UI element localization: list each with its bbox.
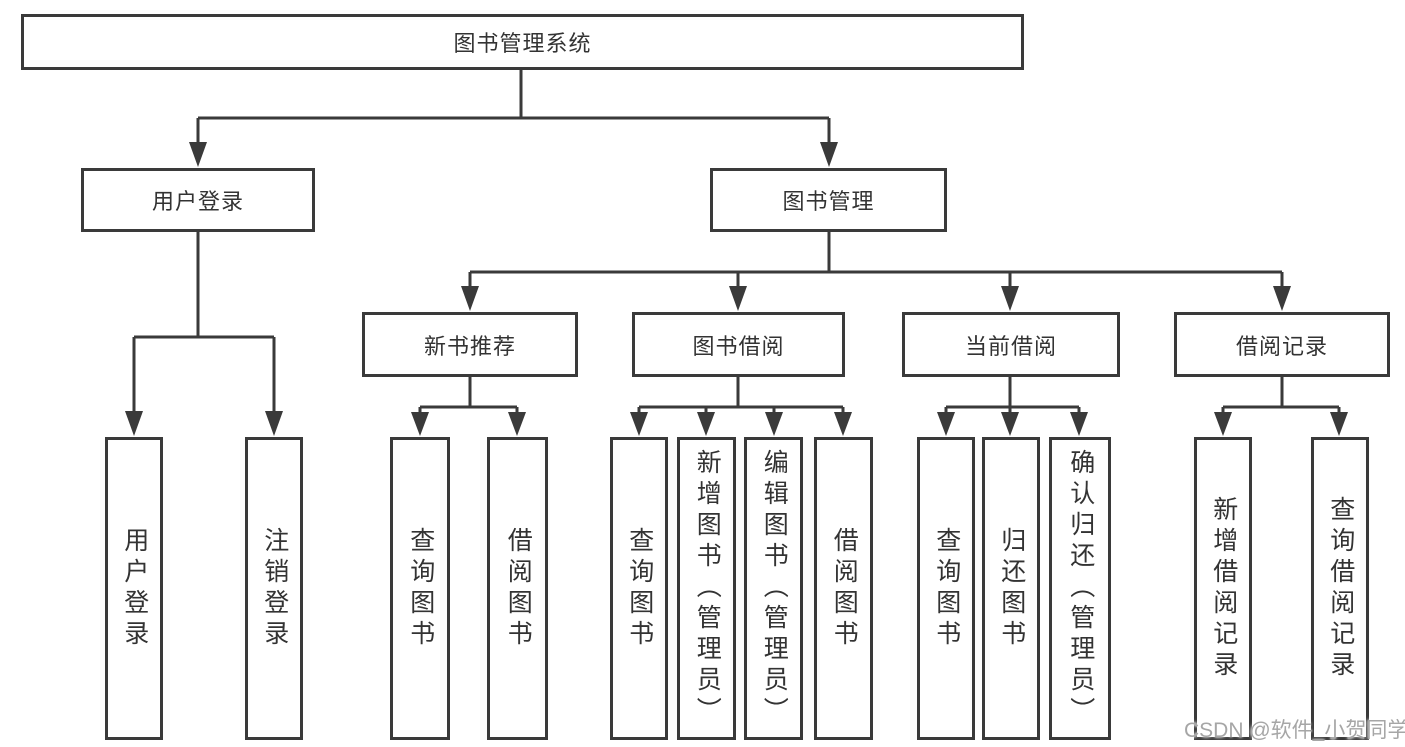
leaf-query-books-borrow: 查询图书 [610, 437, 668, 740]
leaf-add-borrow-record: 新增借阅记录 [1194, 437, 1252, 740]
leaf-query-borrow-record: 查询借阅记录 [1311, 437, 1369, 740]
node-current-borrow: 当前借阅 [902, 312, 1120, 377]
node-label: 查询图书 [625, 526, 654, 651]
leaf-return-book: 归还图书 [982, 437, 1040, 740]
node-label: 新书推荐 [423, 333, 516, 359]
leaf-logout: 注销登录 [245, 437, 303, 740]
node-library-management-system: 图书管理系统 [21, 14, 1024, 70]
leaf-borrow-books-recommend: 借阅图书 [487, 437, 548, 740]
leaf-borrow-books: 借阅图书 [814, 437, 873, 740]
node-label: 用户登录 [151, 189, 244, 214]
node-label: 图书借阅 [692, 333, 785, 359]
node-label: 用户登录 [120, 526, 149, 651]
node-label: 查询借阅记录 [1326, 495, 1355, 682]
node-label: 当前借阅 [964, 333, 1057, 359]
connector-new-book-branch [411, 377, 526, 436]
node-label: 图书管理系统 [453, 31, 592, 56]
node-book-borrow: 图书借阅 [632, 312, 845, 377]
node-label: 编辑图书（管理员） [760, 449, 789, 728]
connector-root-to-level2 [189, 70, 838, 167]
node-label: 确认归还（管理员） [1066, 449, 1095, 728]
connector-book-borrow-branch [630, 377, 852, 436]
connector-book-management-branch [461, 232, 1291, 311]
node-book-management: 图书管理 [710, 168, 947, 232]
node-label: 借阅记录 [1235, 333, 1328, 359]
leaf-query-books-current: 查询图书 [917, 437, 975, 740]
connector-current-borrow-branch [937, 377, 1088, 436]
node-label: 注销登录 [260, 526, 289, 651]
leaf-confirm-return-admin: 确认归还（管理员） [1049, 437, 1111, 740]
node-new-book-recommend: 新书推荐 [362, 312, 578, 377]
node-label: 借阅图书 [504, 526, 533, 651]
leaf-add-book-admin: 新增图书（管理员） [677, 437, 736, 740]
connector-borrow-records-branch [1214, 377, 1348, 436]
node-label: 查询图书 [932, 526, 961, 651]
leaf-user-login: 用户登录 [105, 437, 163, 740]
leaf-edit-book-admin: 编辑图书（管理员） [744, 437, 803, 740]
node-user-login: 用户登录 [81, 168, 315, 232]
node-label: 新增图书（管理员） [693, 449, 722, 728]
node-label: 借阅图书 [830, 526, 859, 651]
node-label: 图书管理 [782, 189, 875, 214]
node-label: 新增借阅记录 [1209, 495, 1238, 682]
connector-user-login-branch [125, 232, 283, 436]
node-label: 归还图书 [997, 526, 1026, 651]
node-borrow-records: 借阅记录 [1174, 312, 1390, 377]
watermark: CSDN @软件_小贺同学 [1184, 719, 1405, 742]
leaf-query-books-recommend: 查询图书 [390, 437, 450, 740]
node-label: 查询图书 [406, 526, 435, 651]
